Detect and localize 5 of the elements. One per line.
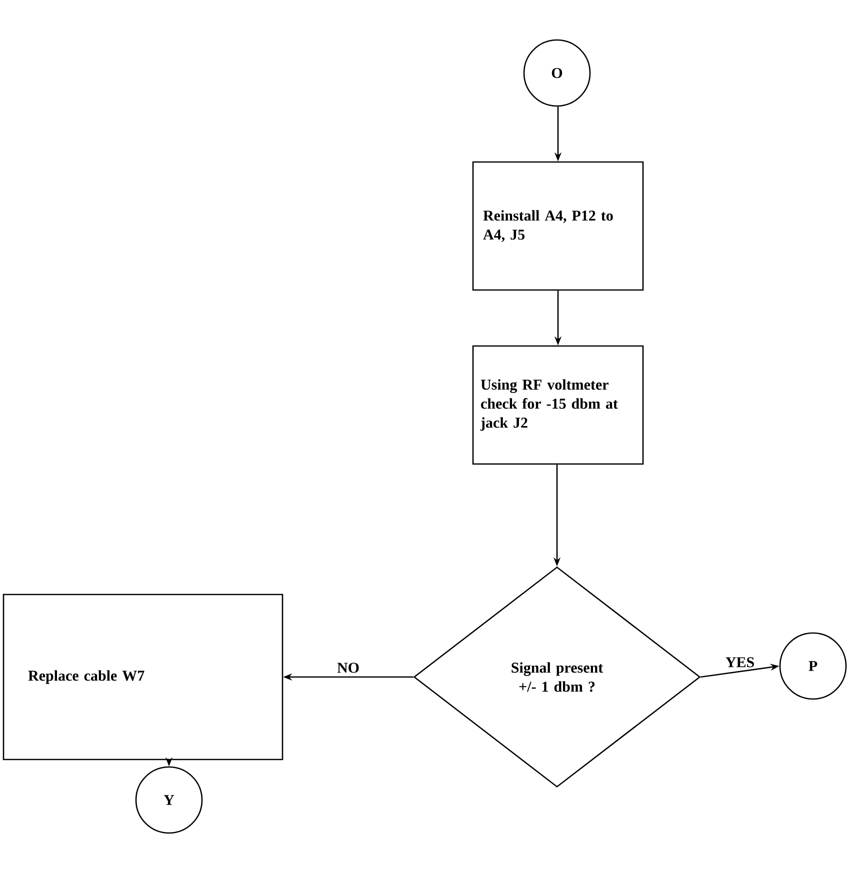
edge-label: NO — [337, 662, 359, 673]
process-box: Reinstall A4, P12 to A4, J5 — [472, 161, 644, 291]
edge-label: YES — [726, 657, 754, 668]
process-box: Replace cable W7 — [2, 594, 284, 760]
process-box: Using RF voltmeter check for -15 dbm at jack J2 — [472, 345, 644, 465]
